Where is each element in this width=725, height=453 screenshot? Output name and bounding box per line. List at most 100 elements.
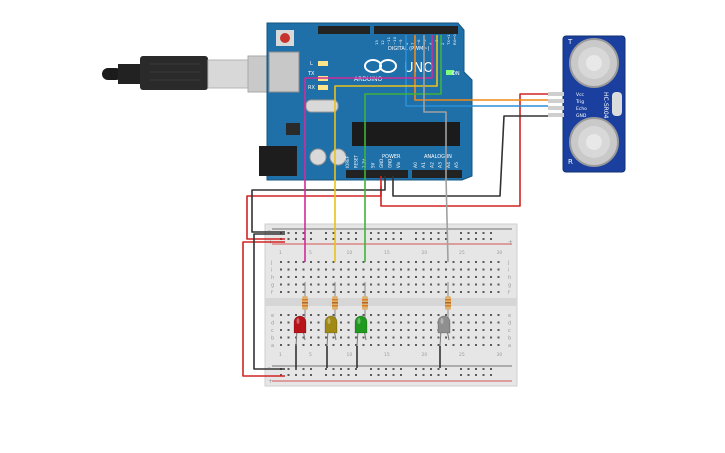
rail-hole [445,238,447,240]
row-letter: d [271,321,274,327]
hole [482,329,485,331]
hole [355,276,357,278]
rail-hole [377,238,380,240]
hole [400,344,402,346]
hole [452,329,455,331]
hole [430,329,432,331]
rail-hole [467,238,470,240]
rail-hole [400,368,402,370]
power-pin-label: RESET [354,155,359,168]
rail-hole [445,374,447,376]
hole [497,276,500,278]
wire-gnd-black-left [251,176,386,233]
hole [430,268,432,271]
row-letter: a [271,343,274,349]
hole [377,261,380,263]
hole [302,314,305,316]
hole [362,336,365,339]
on-label: ON [452,71,460,77]
rail-hole [310,232,312,234]
hole [430,314,432,316]
hole [287,268,290,271]
hole [437,261,440,263]
row-letter: g [508,283,511,289]
hole [280,314,282,316]
tx-label: TX [307,71,315,77]
rail-hole [482,232,485,234]
hole [445,344,447,346]
hole [295,291,297,293]
hole [490,321,492,324]
hole [310,329,312,331]
hole [317,344,320,346]
rail-hole [392,238,395,240]
led [354,315,368,347]
rail-minus-top: - [268,227,270,234]
digital-pin-label: ~9 [398,39,403,45]
hole [340,321,342,324]
hole [355,314,357,316]
rail-hole [415,368,417,370]
column-number: 5 [309,352,312,358]
hole [392,329,395,331]
arduino-model: UNO [404,61,433,76]
hole [347,276,350,278]
resistor-band [332,305,338,307]
hole [355,344,357,346]
analog-pin-label: A5 [454,162,460,168]
hole [490,261,492,263]
hole [385,276,387,278]
sensor-pin-label: Vcc [576,92,585,98]
sensor-model: HC-SR04 [602,92,609,119]
hole [340,329,342,331]
hole [415,291,417,293]
rail-hole [295,238,297,240]
hole [310,283,312,286]
digital-label: DIGITAL (PWM~) [388,46,430,52]
hole [340,314,342,316]
hole [415,261,417,263]
hole [332,336,335,339]
column-number: 10 [347,250,353,256]
rail-hole [475,232,477,234]
rail-hole [475,368,477,370]
hole [347,261,350,263]
wire-trig-orange [414,35,548,101]
hole [310,344,312,346]
wire-rail-red-left [242,241,285,377]
rail-hole [325,232,327,234]
hole [325,268,327,271]
hole [475,268,477,271]
hole [415,314,417,316]
hole [355,336,357,339]
hole [280,276,282,278]
hole [460,291,462,293]
wire-led2-yellow [334,35,438,262]
rail-hole [325,238,327,240]
hole [325,336,327,339]
hole [295,268,297,271]
resistor-band [445,299,451,301]
row-letter: c [508,328,511,334]
rail-hole [490,374,492,376]
hole [302,336,305,339]
sensor-pin [548,99,564,103]
rail-minus-bottom: - [268,364,270,371]
hole [332,268,335,271]
hole [497,336,500,339]
hole [407,336,410,339]
arduino-board: ARDUINO UNO DIGITAL (PWM~) POWER ANALOG … [259,22,473,181]
rail-hole [392,374,395,376]
rail-hole [302,368,305,370]
resistor-band [445,302,451,304]
hole [317,336,320,339]
hole [482,261,485,263]
hole [467,329,470,331]
hole [317,314,320,316]
hole [370,314,372,316]
hole [422,314,425,316]
hole [475,329,477,331]
reset-button[interactable] [280,33,290,43]
hole [295,314,297,316]
